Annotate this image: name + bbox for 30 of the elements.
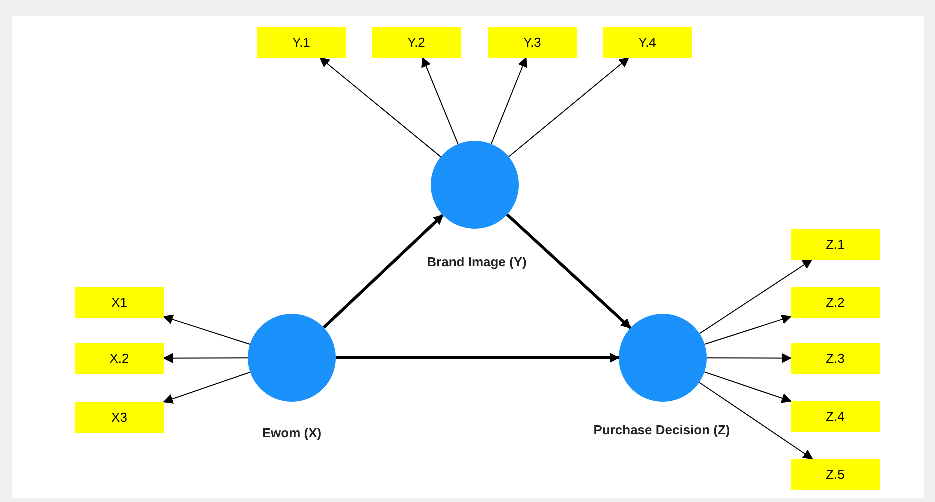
variable-label: Ewom (X) bbox=[262, 424, 322, 442]
indicator-box: Z.2 bbox=[791, 287, 880, 318]
indicator-box: X3 bbox=[75, 402, 164, 433]
arrow bbox=[508, 57, 630, 158]
indicator-box: Y.1 bbox=[257, 27, 346, 58]
arrow bbox=[506, 214, 632, 330]
arrow bbox=[422, 57, 459, 145]
arrow bbox=[704, 372, 792, 404]
indicator-box: Z.5 bbox=[791, 459, 880, 490]
indicator-box: Y.3 bbox=[488, 27, 577, 58]
arrow bbox=[320, 57, 442, 158]
indicator-box: Z.4 bbox=[791, 401, 880, 432]
arrow bbox=[336, 353, 620, 363]
arrow bbox=[163, 353, 248, 364]
arrow bbox=[163, 372, 251, 404]
variable-label: Purchase Decision (Z) bbox=[594, 421, 730, 440]
arrow bbox=[490, 57, 528, 145]
indicator-box: Z.3 bbox=[791, 343, 880, 374]
arrow bbox=[163, 314, 251, 346]
variable-label: Brand Image (Y) bbox=[427, 253, 527, 272]
arrow bbox=[698, 382, 814, 460]
indicator-box: X.2 bbox=[75, 343, 164, 374]
indicator-box: X1 bbox=[75, 287, 164, 318]
arrow bbox=[322, 214, 444, 329]
arrow bbox=[706, 353, 792, 364]
arrow bbox=[699, 259, 813, 334]
indicator-box: Y.4 bbox=[603, 27, 692, 58]
arrow bbox=[704, 314, 792, 346]
indicator-box: Y.2 bbox=[372, 27, 461, 58]
indicator-box: Z.1 bbox=[791, 229, 880, 260]
